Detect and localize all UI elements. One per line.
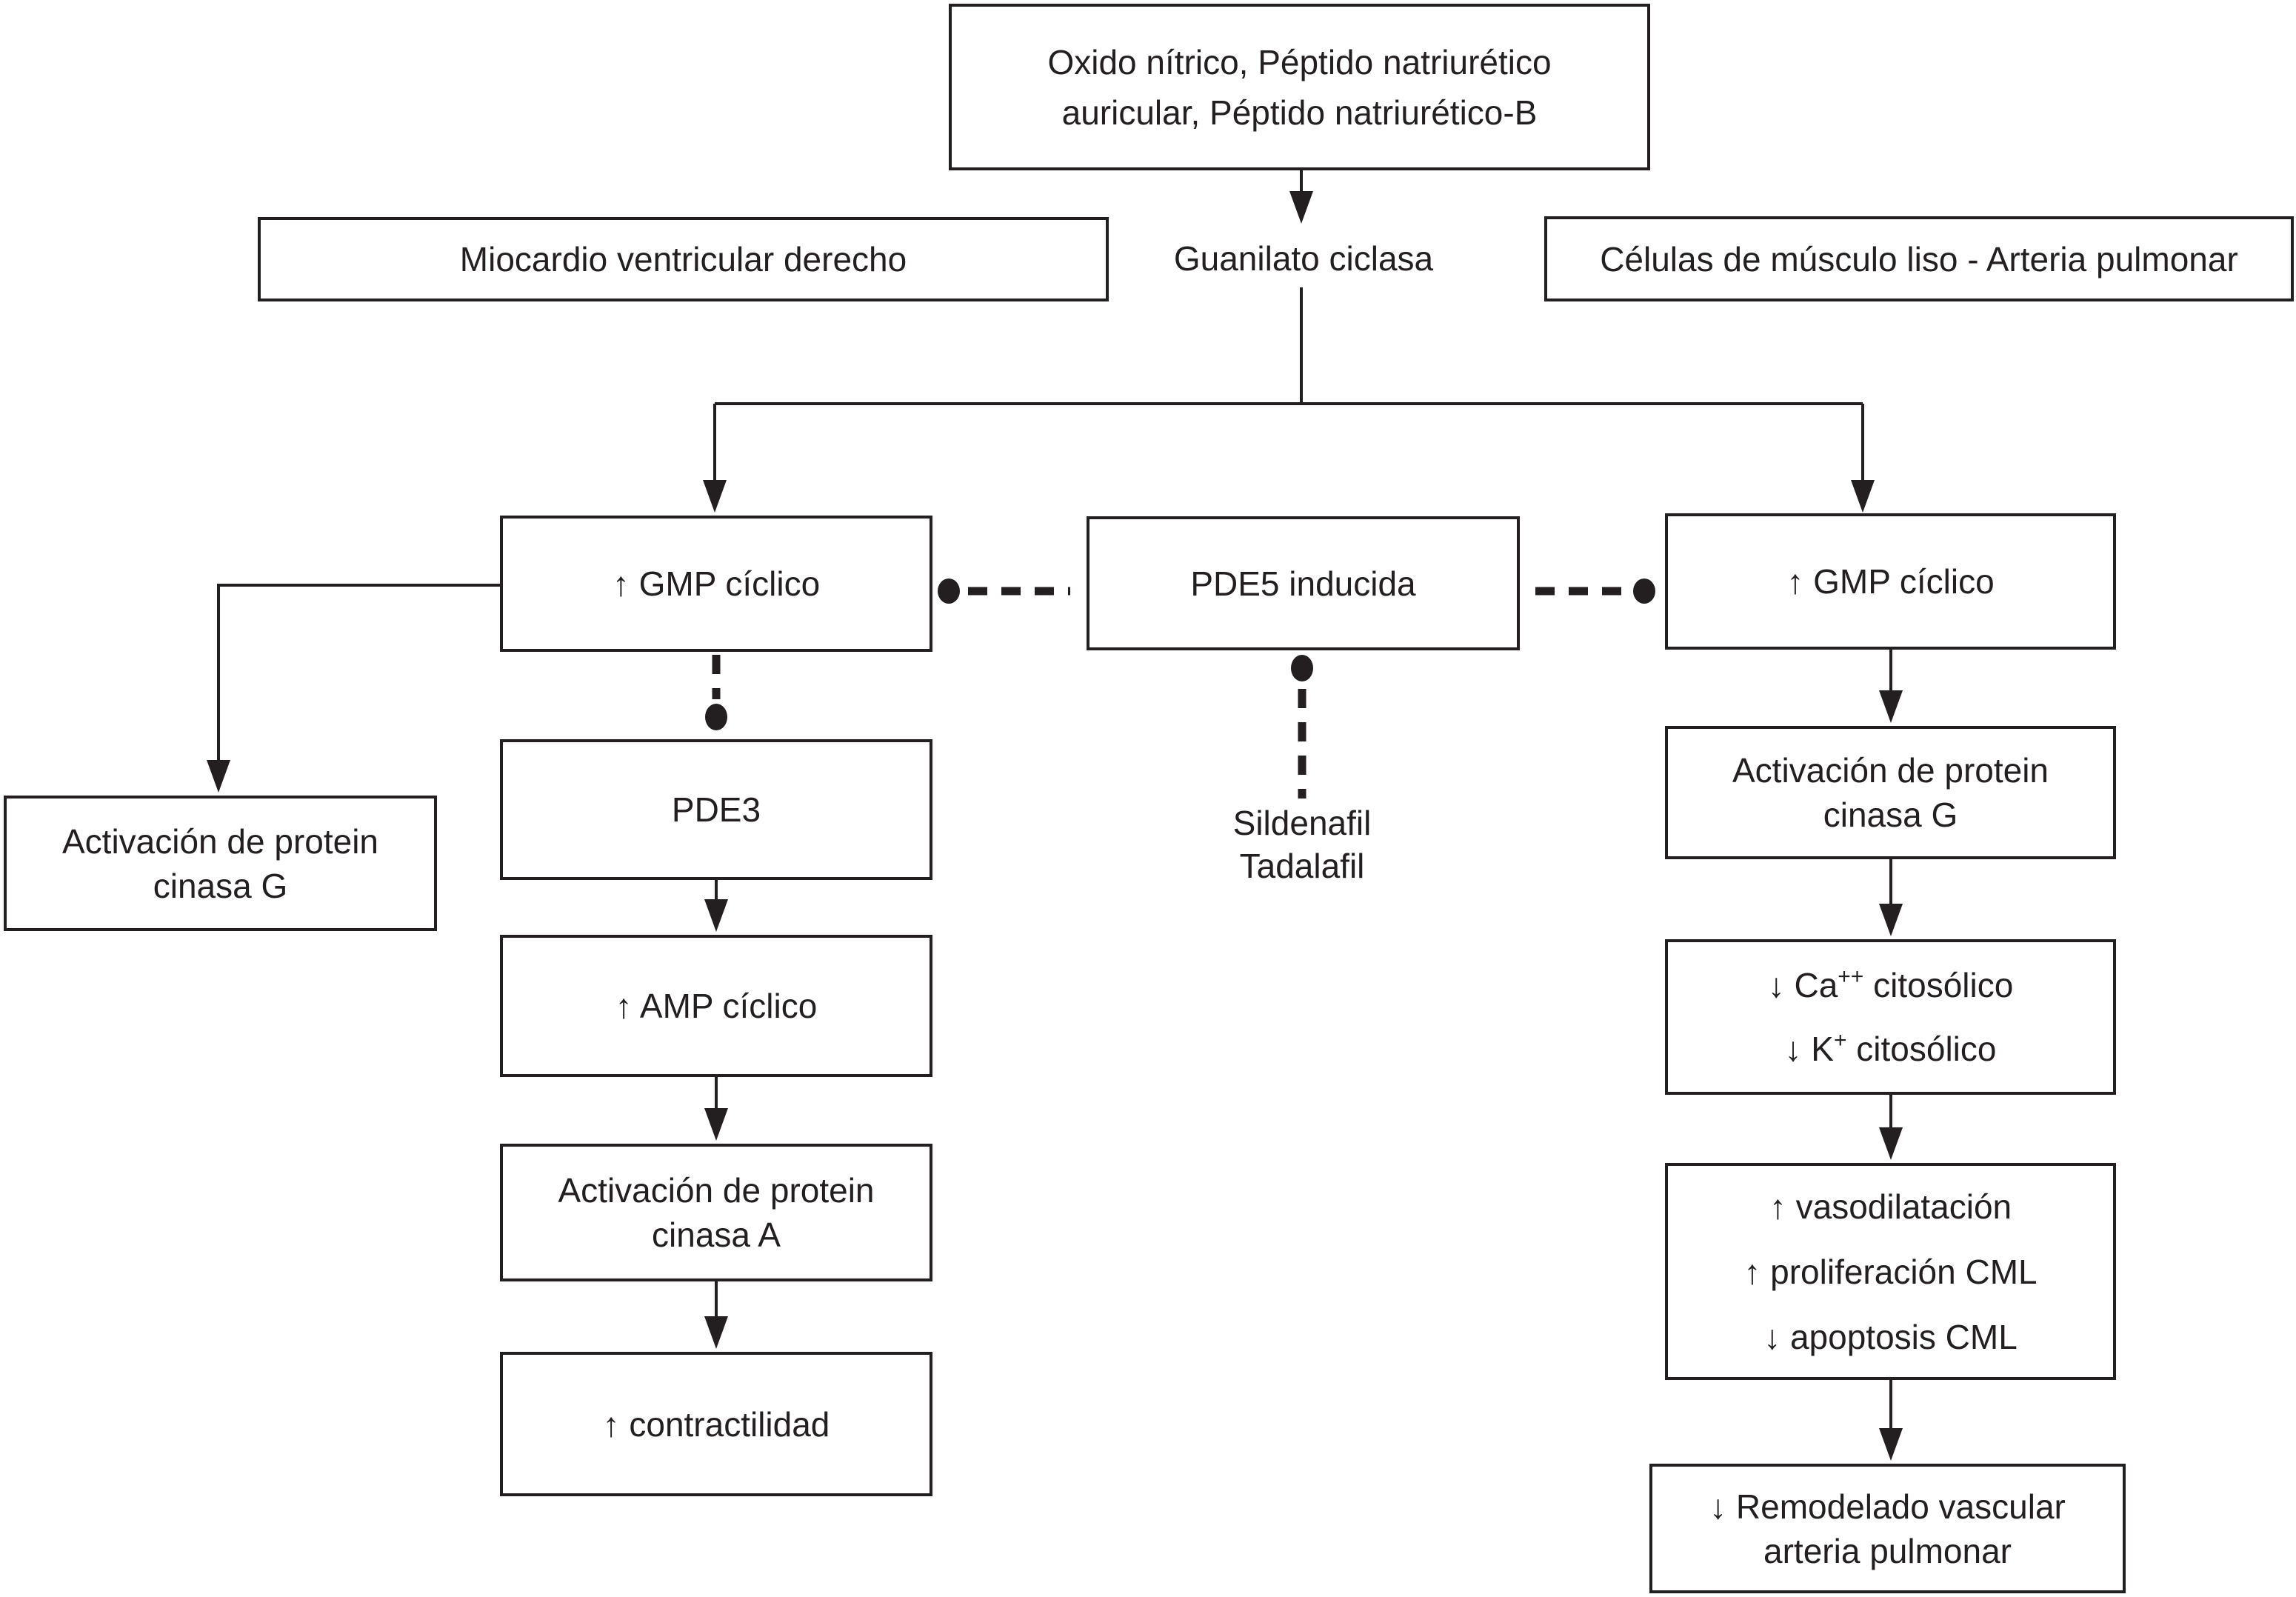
node-pde3: PDE3	[500, 739, 932, 880]
node-stimulus: Oxido nítrico, Péptido natriurético auri…	[949, 4, 1650, 170]
arrowhead-contractilidad	[704, 1316, 728, 1349]
pkg-left-line-1: Activación de protein	[61, 821, 379, 861]
node-pkg-right: Activación de protein cinasa G	[1665, 726, 2116, 859]
vaso-line-1: ↑ vasodilatación	[1769, 1187, 2012, 1226]
node-celulas: Células de músculo liso - Arteria pulmon…	[1544, 216, 2294, 301]
line-gmpleft-to-pkgleft	[217, 584, 500, 763]
ca-line-superscript: ++	[1838, 964, 1864, 989]
inhibition-dot-pde3	[705, 704, 727, 730]
pka-line-1: Activación de protein	[558, 1171, 875, 1210]
node-pka: Activación de protein cinasa A	[500, 1144, 932, 1281]
k-line-superscript: +	[1833, 1027, 1847, 1053]
arrowhead-cak	[1879, 904, 1903, 936]
node-pde5: PDE5 inducida	[1087, 516, 1520, 650]
pkg-left-line-2: cinasa G	[153, 866, 288, 905]
arrowhead-pka	[704, 1108, 728, 1141]
node-remodelado: ↓ Remodelado vascular arteria pulmonar	[1649, 1464, 2126, 1593]
node-ca-k: ↓ Ca++ citosólico ↓ K+ citosólico	[1665, 939, 2116, 1095]
miocardio-label: Miocardio ventricular derecho	[459, 240, 907, 279]
contractilidad-label: ↑ contractilidad	[602, 1404, 830, 1444]
arrowhead-remodelado	[1879, 1428, 1903, 1461]
guanilato-label: Guanilato ciclasa	[1173, 239, 1434, 278]
pkg-right-line-2: cinasa G	[1823, 796, 1958, 834]
vaso-line-2: ↑ proliferación CML	[1743, 1252, 2038, 1291]
k-line-rest: citosólico	[1846, 1030, 1997, 1068]
node-pkg-left: Activación de protein cinasa G	[4, 796, 437, 931]
gmp-left-label: ↑ GMP cíclico	[612, 564, 821, 603]
ca-line-base: ↓ Ca	[1767, 966, 1838, 1004]
pkg-right-line-1: Activación de protein	[1732, 751, 2049, 790]
node-miocardio: Miocardio ventricular derecho	[258, 217, 1109, 301]
arrowhead-pkg-left	[207, 760, 230, 793]
stimulus-line-2: auricular, Péptido natriurético-B	[1061, 93, 1538, 132]
inhibitor-drugs-label: Sildenafil Tadalafil	[1080, 801, 1524, 887]
inhibitor-line-1: Sildenafil	[1232, 804, 1372, 842]
inhibition-dot-gmpright	[1633, 579, 1655, 604]
celulas-label: Células de músculo liso - Arteria pulmon…	[1600, 239, 2238, 279]
ca-line: ↓ Ca++ citosólico	[1768, 953, 2014, 1017]
arrowhead-gmp-left	[703, 480, 727, 513]
inhibition-dot-gmpleft	[938, 579, 960, 604]
vaso-line-3: ↓ apoptosis CML	[1763, 1317, 2018, 1356]
inhibition-dot-pde5	[1291, 655, 1313, 681]
ca-line-rest: citosólico	[1863, 966, 2014, 1004]
k-line: ↓ K+ citosólico	[1785, 1017, 1997, 1081]
node-contractilidad: ↑ contractilidad	[500, 1352, 932, 1496]
remodelado-line-2: arteria pulmonar	[1763, 1531, 2012, 1570]
remodelado-line-1: ↓ Remodelado vascular	[1709, 1487, 2066, 1526]
node-gmp-left: ↑ GMP cíclico	[500, 516, 932, 652]
stimulus-line-1: Oxido nítrico, Péptido natriurético	[1047, 42, 1552, 81]
node-amp: ↑ AMP cíclico	[500, 935, 932, 1077]
arrowhead-gmp-right	[1851, 480, 1875, 513]
arrowhead-amp	[704, 899, 728, 932]
arrowhead-pkg-right	[1879, 690, 1903, 723]
node-vaso: ↑ vasodilatación ↑ proliferación CML ↓ a…	[1665, 1163, 2116, 1380]
amp-label: ↑ AMP cíclico	[615, 987, 818, 1025]
k-line-base: ↓ K	[1784, 1030, 1834, 1068]
gmp-right-label: ↑ GMP cíclico	[1786, 562, 1995, 601]
inhibitor-line-2: Tadalafil	[1239, 847, 1365, 885]
pka-line-2: cinasa A	[652, 1216, 781, 1254]
pde5-label: PDE5 inducida	[1190, 564, 1416, 603]
arrowhead-guanilato	[1289, 191, 1313, 224]
node-gmp-right: ↑ GMP cíclico	[1665, 513, 2116, 650]
arrowhead-vaso	[1879, 1127, 1903, 1160]
pde3-label: PDE3	[671, 790, 761, 829]
